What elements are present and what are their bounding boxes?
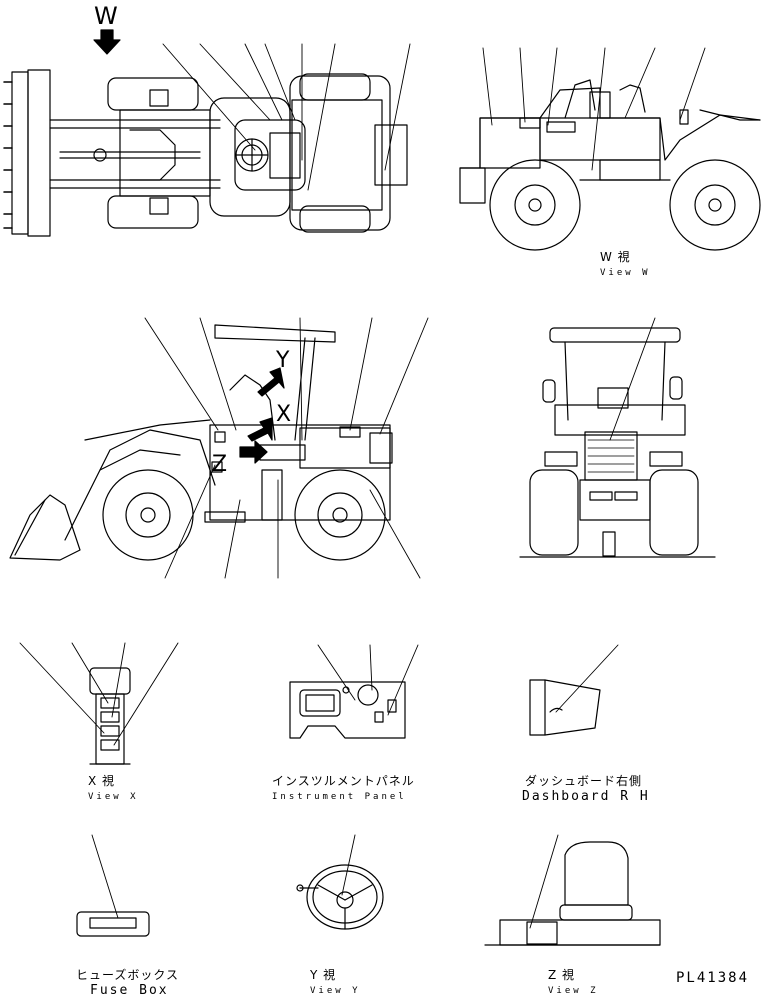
view-w-caption-jp: W 視 — [600, 250, 631, 264]
view-x-arrow — [247, 417, 273, 442]
view-x-caption-jp: X 視 — [88, 774, 116, 788]
top-view-drawing — [3, 43, 411, 237]
rear-view-drawing — [519, 317, 716, 558]
view-w-caption-en: View W — [600, 268, 651, 278]
view-y-caption-jp: Y 視 — [310, 968, 337, 982]
view-z-caption-en: View Z — [548, 986, 599, 996]
view-z-arrow — [239, 440, 268, 464]
instrument-panel-drawing — [289, 644, 419, 739]
view-y-marker: Y — [276, 348, 290, 373]
view-z-caption-jp: Z 視 — [548, 968, 576, 982]
view-z-marker: Z — [212, 452, 228, 477]
dashboard-rh-caption-jp: ダッシュボード右側 — [525, 774, 643, 788]
dashboard-rh-caption-en: Dashboard R H — [522, 789, 650, 804]
view-y-caption-en: View Y — [310, 986, 361, 996]
view-x-drawing — [19, 642, 179, 765]
part-code: PL41384 — [676, 970, 750, 986]
view-x-marker: X — [276, 402, 292, 427]
fuse-box-caption-jp: ヒューズボックス — [76, 968, 180, 982]
instrument-panel-caption-jp: インスツルメントパネル — [272, 774, 415, 788]
instrument-panel-caption-en: Instrument Panel — [272, 792, 407, 802]
fuse-box-caption-en: Fuse Box — [90, 983, 169, 998]
view-x-caption-en: View X — [88, 792, 139, 802]
view-w-arrow — [93, 29, 121, 55]
view-z-drawing — [484, 834, 661, 946]
view-y-arrow — [257, 367, 285, 397]
fuse-box-drawing — [76, 834, 150, 937]
view-w-marker: W — [94, 2, 118, 30]
dashboard-rh-drawing — [529, 644, 619, 736]
side-view-drawing — [9, 317, 429, 579]
view-y-drawing — [296, 834, 384, 930]
view-w-drawing — [459, 47, 761, 251]
